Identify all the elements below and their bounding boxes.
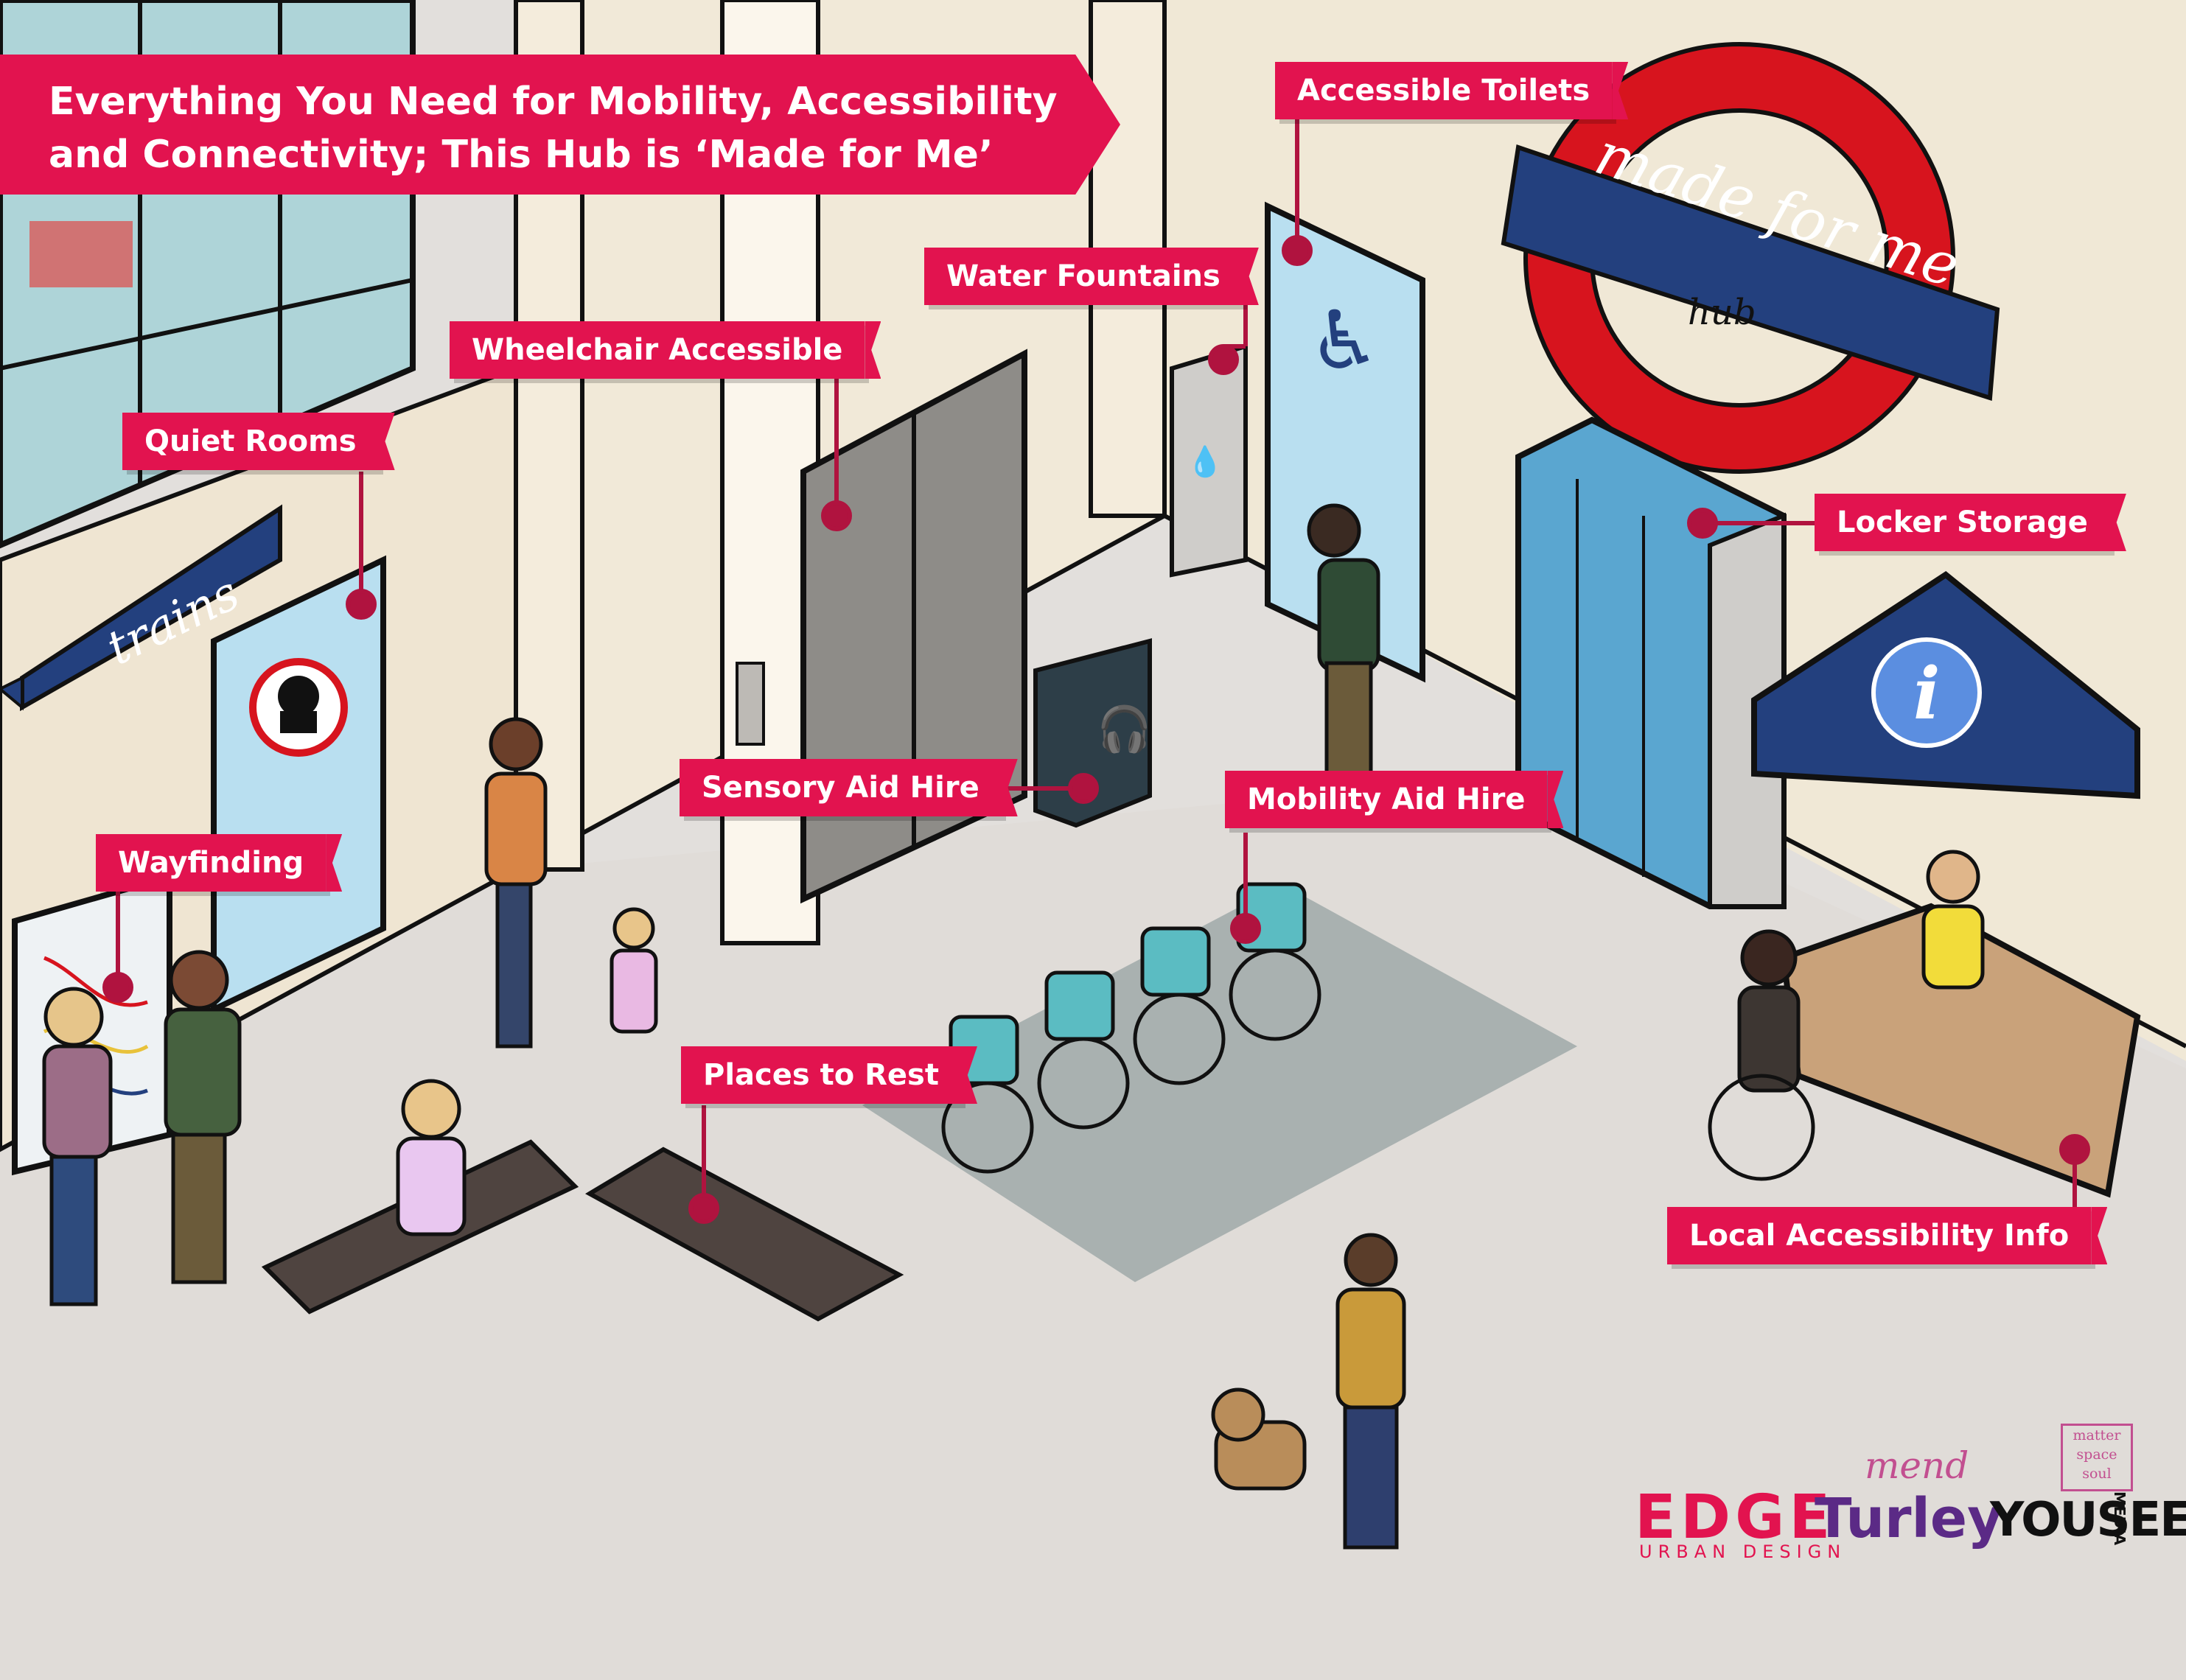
mend-logo: mend: [1865, 1444, 1969, 1487]
people: [42, 503, 1985, 1550]
yousee-logo: YOUSEE: [1990, 1493, 2186, 1547]
callout-water-fountains: Water Fountains: [924, 248, 1243, 305]
edge-logo-subtitle: URBAN DESIGN: [1639, 1541, 1847, 1562]
water-drop-icon: 💧: [1187, 444, 1223, 479]
quiet-room-door: [211, 555, 386, 1015]
headline-banner: Everything You Need for Mobility, Access…: [0, 55, 1120, 195]
mss-line-1: matter: [2072, 1427, 2121, 1443]
callout-accessible-toilets: Accessible Toilets: [1275, 62, 1613, 119]
callout-wheelchair-accessible: Wheelchair Accessible: [450, 321, 865, 379]
lift-buttons: [736, 662, 765, 746]
sensory-aid-bin: 🎧: [1033, 638, 1152, 828]
callout-connectors: [102, 118, 2090, 1224]
callout-places-to-rest: Places to Rest: [681, 1046, 961, 1104]
lockers: [1515, 416, 1787, 909]
turley-logo: Turley: [1815, 1487, 2003, 1550]
headphones-icon: 🎧: [1097, 704, 1152, 755]
back-wall: [516, 0, 1164, 869]
callout-mobility-aid-hire: Mobility Aid Hire: [1225, 771, 1548, 828]
made-for-me-roundel: made for me hub: [1501, 42, 2000, 474]
info-icon: [1871, 637, 1982, 748]
headline-line-1: Everything You Need for Mobility, Access…: [49, 80, 1058, 124]
mss-line-2: space: [2076, 1446, 2117, 1463]
callout-wayfinding: Wayfinding: [96, 834, 326, 892]
wheelchair-icon: ♿: [1308, 293, 1381, 388]
callout-locker-storage: Locker Storage: [1815, 494, 2110, 551]
yousee-media-text: MEDIA: [2111, 1491, 2129, 1546]
callout-quiet-rooms: Quiet Rooms: [122, 413, 379, 470]
headline-line-2: and Connectivity; This Hub is ‘Made for …: [49, 133, 994, 177]
wheelchairs: [941, 882, 1321, 1174]
matter-space-soul-logo: matter space soul: [2061, 1424, 2133, 1491]
toilet-door: ♿: [1265, 201, 1425, 683]
water-fountain: 💧: [1170, 343, 1248, 578]
edge-logo: EDGE: [1635, 1483, 1835, 1553]
callout-local-accessibility-info: Local Accessibility Info: [1667, 1207, 2092, 1264]
svg-text:i: i: [1913, 652, 1940, 735]
wheelchair-mat: [862, 884, 1577, 1282]
callout-sensory-aid-hire: Sensory Aid Hire: [680, 759, 1002, 816]
mss-line-3: soul: [2082, 1466, 2112, 1482]
roundel-subtext: hub: [1688, 292, 1756, 333]
